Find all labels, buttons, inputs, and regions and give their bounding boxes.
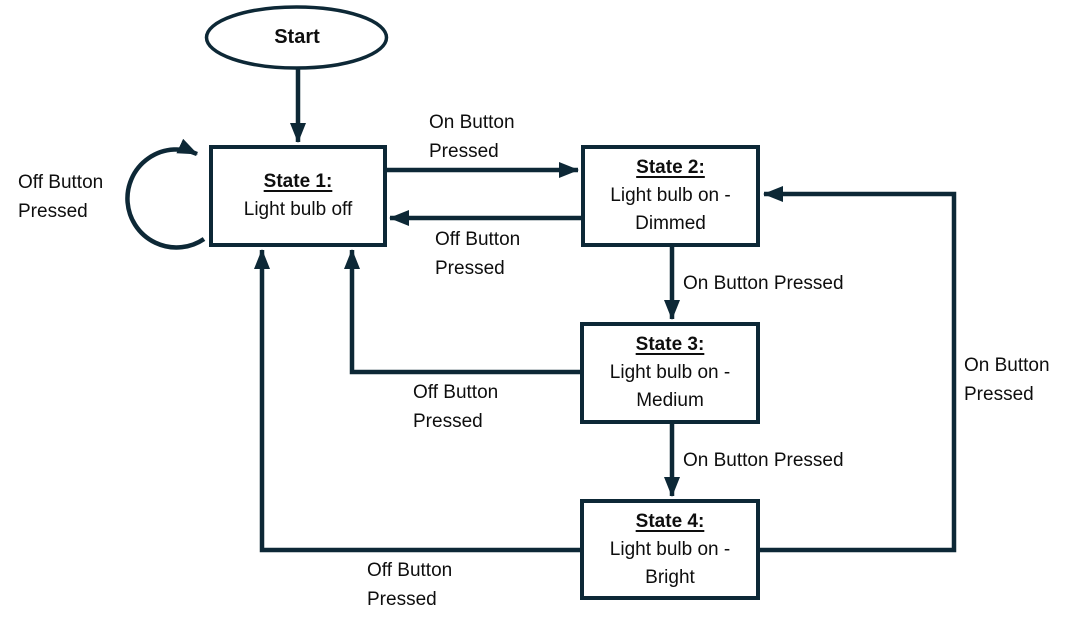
transition-label-line: Pressed	[413, 411, 483, 432]
transition-label-state1-to-state2: On Button Pressed	[429, 108, 515, 166]
transition-label-line: Pressed	[18, 201, 88, 222]
edge-state1-self-loop	[125, 138, 206, 250]
transition-label-line: Pressed	[429, 141, 499, 162]
state-4-box: State 4: Light bulb on - Bright	[580, 499, 760, 600]
state-4-description-line2: Bright	[645, 566, 695, 588]
start-node-label: Start	[274, 26, 320, 48]
state-3-description-line2: Medium	[636, 390, 704, 411]
edge-state4-to-state1	[254, 249, 580, 553]
state-3-title: State 3:	[635, 334, 705, 355]
transition-label-line: Off Button	[367, 560, 453, 581]
state-3-box: State 3: Light bulb on - Medium	[580, 322, 760, 424]
state-1-box: State 1: Light bulb off	[209, 145, 387, 247]
edge-state3-to-state1	[344, 249, 580, 375]
state-2-title: State 2:	[636, 157, 705, 178]
transition-label-line: On Button Pressed	[683, 450, 844, 471]
transition-label-state4-to-state1: Off Button Pressed	[367, 556, 452, 614]
transition-label-state2-to-state3: On Button Pressed	[683, 269, 844, 298]
transition-label-line: Off Button	[435, 229, 521, 250]
state-4-title: State 4:	[635, 510, 705, 532]
transition-label-state4-to-state2: On Button Pressed	[964, 351, 1050, 409]
state-1-title: State 1:	[263, 171, 333, 192]
edge-state4-to-state2	[760, 186, 957, 553]
transition-label-line: On Button Pressed	[683, 273, 844, 294]
transition-label-line: On Button	[429, 112, 515, 133]
state-3-description-line1: Light bulb on -	[609, 362, 731, 383]
transition-label-line: Pressed	[964, 384, 1034, 405]
state-1-description: Light bulb off	[243, 199, 353, 220]
transition-label-state3-to-state4: On Button Pressed	[683, 446, 844, 475]
state-2-box: State 2: Light bulb on - Dimmed	[581, 145, 760, 247]
state-2-description-line1: Light bulb on -	[610, 185, 731, 206]
state-4-description-line1: Light bulb on -	[609, 538, 731, 560]
transition-label-state3-to-state1: Off Button Pressed	[413, 378, 498, 436]
transition-label-state2-to-state1: Off Button Pressed	[435, 225, 520, 283]
transition-label-line: Off Button	[18, 172, 104, 193]
transition-label-line: Pressed	[367, 589, 437, 610]
transition-label-state1-self-loop: Off Button Pressed	[18, 168, 103, 226]
transition-label-line: On Button	[964, 355, 1050, 376]
transition-label-line: Off Button	[413, 382, 499, 403]
transition-label-line: Pressed	[435, 258, 505, 279]
state-2-description-line2: Dimmed	[635, 213, 706, 234]
